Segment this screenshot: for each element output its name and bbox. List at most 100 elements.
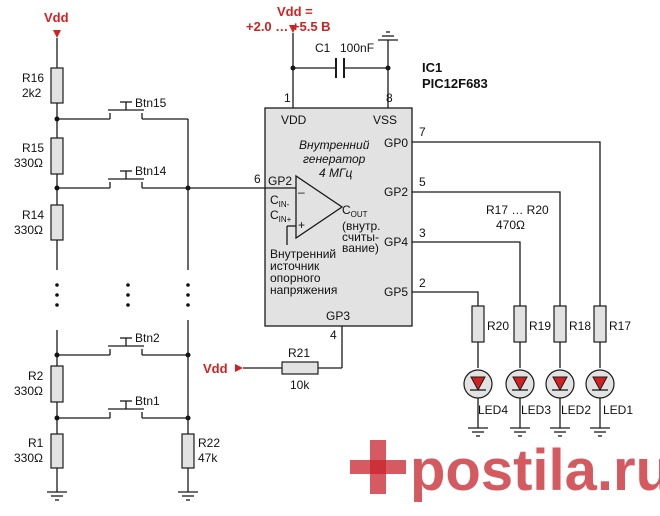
pin-gp0-label: GP0	[384, 136, 408, 150]
vdd-arrow-r21	[235, 364, 243, 372]
btn14-label: Btn14	[135, 164, 167, 178]
resistor-r18	[553, 305, 567, 343]
led3	[505, 342, 535, 428]
led-res-group-value: 470Ω	[496, 218, 525, 232]
c1-value: 100nF	[340, 41, 374, 55]
r16-value: 2k2	[22, 86, 42, 100]
vdd-arrow-ic	[289, 25, 297, 33]
pin8-number: 8	[386, 91, 393, 105]
pin-gp2-label: GP2	[384, 185, 408, 199]
pin7-number: 7	[419, 125, 426, 139]
ground-symbol	[468, 427, 488, 437]
ic-title: IC1	[422, 60, 442, 75]
r15-label: R15	[22, 141, 44, 155]
ic-body	[264, 107, 413, 327]
r2-value: 330Ω	[14, 384, 43, 398]
resistor-r2	[50, 365, 64, 403]
pin1-number: 1	[284, 91, 291, 105]
led-res-group-label: R17 … R20	[486, 203, 549, 217]
ladder-ellipsis	[55, 283, 190, 307]
pin2-number: 2	[419, 276, 426, 290]
led1-label: LED1	[603, 403, 633, 417]
c1-label: C1	[315, 41, 331, 55]
cout-note1: (внутр.	[342, 219, 381, 233]
led3-label: LED3	[521, 403, 551, 417]
resistor-r1	[50, 433, 64, 469]
resistor-r21	[281, 361, 319, 375]
wire-gp4	[412, 241, 521, 306]
resistor-r15	[50, 137, 64, 175]
vdd-label-r21: Vdd	[203, 361, 228, 376]
r1-value: 330Ω	[14, 451, 43, 465]
r22-value: 47k	[198, 451, 218, 465]
wire-gp2	[412, 191, 561, 306]
vdd-range-line2: +2.0 … +5.5 B	[246, 19, 331, 34]
resistor-r19	[513, 305, 527, 343]
led4-label: LED4	[478, 403, 508, 417]
button-btn1	[108, 400, 144, 418]
r18-label: R18	[569, 319, 591, 333]
r19-label: R19	[529, 319, 551, 333]
ic-part: PIC12F683	[422, 76, 488, 91]
wire-gp5	[412, 291, 479, 306]
led2-label: LED2	[561, 403, 591, 417]
cin-minus-label: CIN-	[270, 193, 290, 209]
vdd-arrow-top	[53, 30, 61, 38]
ref-line3: опорного	[270, 271, 321, 285]
pin6-number: 6	[254, 172, 261, 186]
pin4-number: 4	[330, 328, 337, 342]
comparator-plus: +	[298, 218, 305, 232]
r17-label: R17	[609, 319, 631, 333]
led4	[463, 342, 493, 428]
btn2-label: Btn2	[135, 331, 160, 345]
btn15-label: Btn15	[135, 96, 167, 110]
pin-vdd-label: VDD	[281, 113, 307, 127]
ref-line4: напряжения	[270, 283, 337, 297]
comparator-minus: –	[298, 185, 305, 199]
r21-label: R21	[288, 346, 310, 360]
pin3-number: 3	[419, 226, 426, 240]
ground-symbol-vss	[378, 31, 398, 41]
pin-gp4-label: GP4	[384, 235, 408, 249]
watermark-logo	[350, 440, 406, 494]
cout-note3: вание)	[342, 241, 379, 255]
ground-symbol	[178, 491, 198, 501]
btn1-label: Btn1	[135, 394, 160, 408]
button-btn15	[108, 101, 144, 119]
osc-line3: 4 МГц	[319, 166, 353, 180]
cin-plus-label: CIN+	[270, 208, 292, 224]
led2	[545, 342, 575, 428]
pin-vss-label: VSS	[373, 113, 397, 127]
r14-value: 330Ω	[14, 223, 43, 237]
pin5-number: 5	[419, 175, 426, 189]
ground-symbol	[47, 491, 67, 501]
r21-value: 10k	[290, 378, 310, 392]
cout-label: COUT	[342, 203, 368, 219]
button-btn2	[108, 337, 144, 355]
button-btn14	[108, 170, 144, 188]
resistor-r16	[50, 67, 64, 104]
pin-gp2-left-label: GP2	[268, 174, 292, 188]
r14-label: R14	[22, 208, 44, 222]
r22-label: R22	[198, 436, 220, 450]
ground-symbol	[510, 427, 530, 437]
r1-label: R1	[28, 436, 44, 450]
r16-label: R16	[22, 71, 44, 85]
vdd-range-line1: Vdd =	[277, 4, 313, 19]
watermark-text: postila.ru	[410, 438, 660, 503]
ref-line1: Внутренний	[270, 247, 336, 261]
pin-gp5-label: GP5	[384, 285, 408, 299]
resistor-r14	[50, 204, 64, 241]
r2-label: R2	[28, 369, 44, 383]
ground-symbol	[590, 427, 610, 437]
r20-label: R20	[487, 319, 509, 333]
vdd-label-top: Vdd	[44, 10, 69, 25]
osc-line1: Внутренний	[299, 138, 370, 152]
osc-line2: генератор	[303, 152, 366, 166]
ground-symbol	[550, 427, 570, 437]
resistor-r17	[593, 305, 607, 343]
wire-gp0	[412, 141, 601, 306]
r15-value: 330Ω	[14, 156, 43, 170]
comparator-symbol	[295, 174, 344, 240]
